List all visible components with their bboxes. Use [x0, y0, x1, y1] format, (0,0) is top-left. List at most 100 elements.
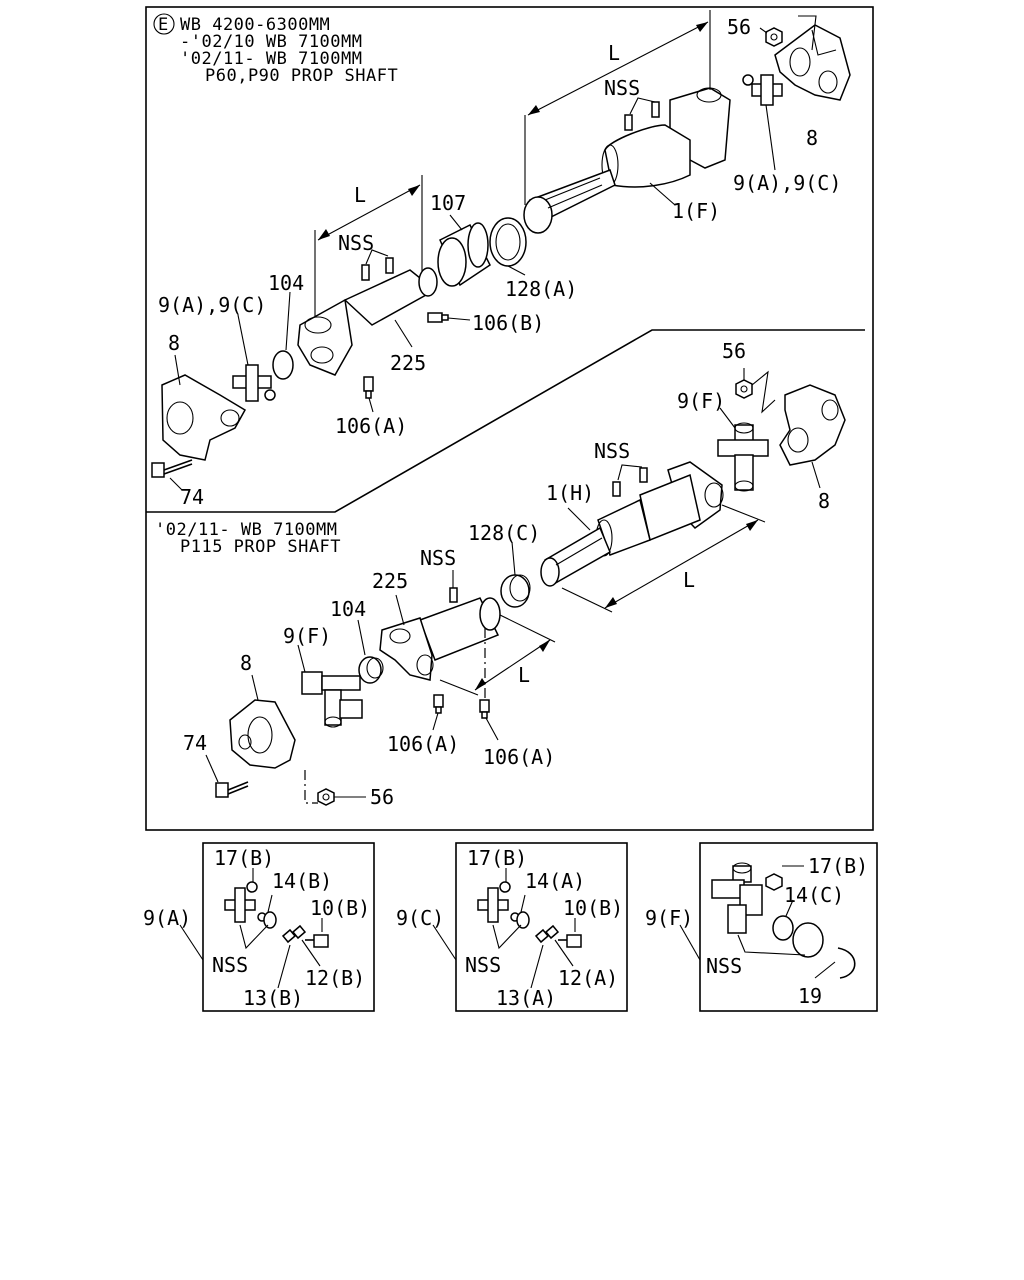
- kit-9a-label: 9(A): [143, 906, 191, 930]
- boot-107: [437, 222, 491, 287]
- bolt-74-upper: [151, 459, 193, 478]
- label-225-upper: 225: [390, 351, 426, 375]
- universal-joint-lower-right: [717, 422, 769, 492]
- main-frame: [145, 6, 874, 831]
- universal-joint-upper-left: [232, 364, 276, 402]
- kit-9a-12b: 12(B): [305, 966, 365, 990]
- header-line-3: '02/11- WB 7100MM: [180, 49, 363, 69]
- kit-9c-nss: NSS: [465, 953, 501, 977]
- label-8-upper-right: 8: [806, 126, 818, 150]
- label-8-lower-right: 8: [818, 489, 830, 513]
- slip-yoke-1h: [540, 461, 724, 587]
- grease-fitting-106b: [427, 312, 449, 323]
- kit-9a-17b: 17(B): [214, 846, 274, 870]
- nss-clip-lower: [612, 467, 648, 497]
- label-106b: 106(B): [472, 311, 544, 335]
- kit-9f-label: 9(F): [645, 906, 693, 930]
- nut-56-bottom: [317, 788, 335, 806]
- kit-9c-frame: [455, 842, 628, 1012]
- universal-joint-lower-left: [301, 671, 363, 728]
- flange-yoke-lower-right: [779, 384, 846, 466]
- label-9f-right: 9(F): [677, 389, 725, 413]
- label-56-bottom: 56: [370, 785, 394, 809]
- yoke-shaft-225-lower: [379, 597, 501, 681]
- label-9ac-upper-right: 9(A),9(C): [733, 171, 841, 195]
- header-line-4: P60,P90 PROP SHAFT: [205, 66, 398, 86]
- label-9f-left: 9(F): [283, 624, 331, 648]
- bolt-74-lower: [215, 781, 249, 798]
- flange-yoke-upper-left: [161, 374, 247, 461]
- kit-9f-19: 19: [798, 984, 822, 1008]
- label-1f: 1(F): [672, 199, 720, 223]
- yoke-shaft-225-upper: [297, 267, 438, 376]
- grease-fitting-106a-lower-1: [433, 694, 444, 714]
- section2-line-2: P115 PROP SHAFT: [180, 537, 341, 557]
- label-104-upper: 104: [268, 271, 304, 295]
- label-l-small: L: [518, 663, 530, 687]
- label-nss-top: NSS: [604, 76, 640, 100]
- dimension-l-mid: [314, 175, 423, 330]
- header-block: E WB 4200-6300MM -'02/10 WB 7100MM '02/1…: [153, 13, 398, 86]
- ring-104-lower: [358, 656, 384, 684]
- nut-56-upper: [765, 27, 783, 47]
- kit-9f-frame: [699, 842, 878, 1012]
- kit-9a-10b: 10(B): [310, 896, 370, 920]
- nss-clip-mid: [361, 257, 394, 281]
- label-8-lower-left: 8: [240, 651, 252, 675]
- grease-fitting-106a-upper: [363, 376, 374, 399]
- label-nss-mid: NSS: [338, 231, 374, 255]
- kit-9c-13a: 13(A): [496, 986, 556, 1010]
- label-nss-lower-2: NSS: [420, 546, 456, 570]
- kit-9c-12a: 12(A): [558, 966, 618, 990]
- kit-9f-nss: NSS: [706, 954, 742, 978]
- kit-9c-17b: 17(B): [467, 846, 527, 870]
- kit-9a-13b: 13(B): [243, 986, 303, 1010]
- kit-9c-parts: [477, 881, 582, 948]
- section2-line-1: '02/11- WB 7100MM: [155, 520, 338, 540]
- kit-9a-parts: [224, 881, 329, 948]
- code-circle: [153, 13, 175, 35]
- header-line-1: WB 4200-6300MM: [180, 15, 330, 35]
- label-106a-lower-1: 106(A): [387, 732, 459, 756]
- label-106a-upper: 106(A): [335, 414, 407, 438]
- universal-joint-upper-right: [742, 74, 783, 106]
- flange-yoke-upper-right: [774, 24, 851, 101]
- label-128a: 128(A): [505, 277, 577, 301]
- ring-104-upper: [272, 350, 294, 380]
- ring-128c: [500, 574, 531, 608]
- label-225-lower: 225: [372, 569, 408, 593]
- kit-9c-label: 9(C): [396, 906, 444, 930]
- slip-yoke-1f: [523, 87, 731, 234]
- ring-128a: [489, 217, 527, 267]
- label-l-lower-right: L: [683, 568, 695, 592]
- kit-9f-14c: 14(C): [784, 883, 844, 907]
- kit-9c-10b: 10(B): [563, 896, 623, 920]
- label-74-upper: 74: [180, 485, 204, 509]
- grease-fitting-106a-lower-2: [479, 699, 490, 719]
- header-line-2: -'02/10 WB 7100MM: [180, 32, 363, 52]
- label-106a-lower-2: 106(A): [483, 745, 555, 769]
- flange-yoke-lower-left: [229, 699, 296, 769]
- label-56-lower: 56: [722, 339, 746, 363]
- section-divider: [146, 329, 865, 513]
- label-56-upper: 56: [727, 15, 751, 39]
- dimension-l-top: [524, 10, 711, 205]
- code-letter: E: [158, 15, 169, 35]
- dimension-l-lower-right: [561, 504, 766, 613]
- label-l-mid: L: [354, 183, 366, 207]
- label-128c: 128(C): [468, 521, 540, 545]
- label-nss-lower: NSS: [594, 439, 630, 463]
- label-1h: 1(H): [546, 481, 594, 505]
- label-107: 107: [430, 191, 466, 215]
- label-9ac-upper-left: 9(A),9(C): [158, 293, 266, 317]
- label-104-lower: 104: [330, 597, 366, 621]
- kit-9c-14a: 14(A): [525, 869, 585, 893]
- kit-9f-parts: [711, 862, 856, 979]
- nss-clip-lower-2: [449, 587, 458, 603]
- kit-9a-14b: 14(B): [272, 869, 332, 893]
- label-74-lower: 74: [183, 731, 207, 755]
- kit-9a-frame: [202, 842, 375, 1012]
- nss-clip-top: [624, 101, 660, 131]
- dimension-l-small: [439, 614, 556, 696]
- label-l-top: L: [608, 41, 620, 65]
